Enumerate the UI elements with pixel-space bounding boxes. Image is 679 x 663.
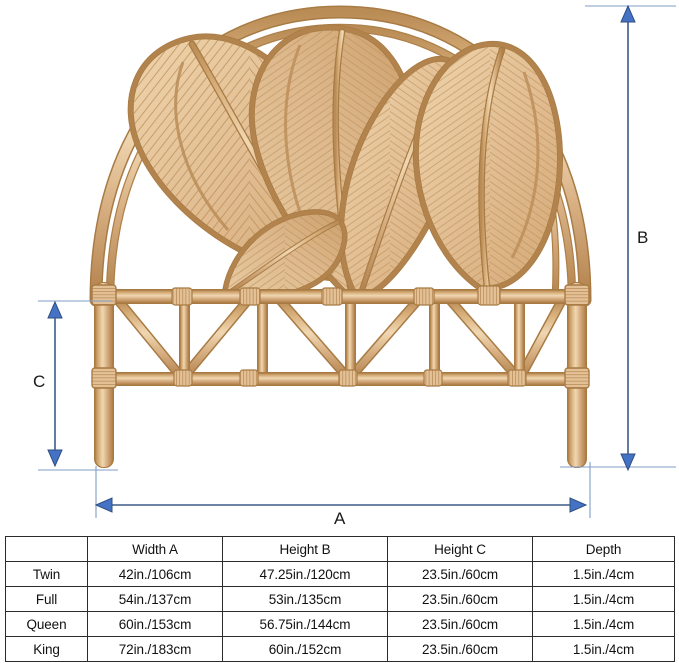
header-cell-width-a: Width A [87,536,223,562]
table-body: Twin 42in./106cm 47.25in./120cm 23.5in./… [5,561,675,662]
table-row: Full 54in./137cm 53in./135cm 23.5in./60c… [5,586,675,612]
cell-height-b: 47.25in./120cm [222,561,388,587]
cell-size: Twin [5,561,88,587]
cell-width-a: 54in./137cm [87,586,223,612]
cell-size: Queen [5,611,88,637]
cell-size: Full [5,586,88,612]
header-cell-depth: Depth [532,536,675,562]
cell-width-a: 72in./183cm [87,636,223,662]
header-cell-size [5,536,88,562]
dimension-arrow-b [620,4,636,472]
dimension-arrow-c [47,300,63,468]
cell-depth: 1.5in./4cm [532,561,675,587]
dimension-annotations [38,4,676,518]
table-header: Width A Height B Height C Depth [5,536,675,562]
table-row: King 72in./183cm 60in./152cm 23.5in./60c… [5,636,675,662]
table-row: Queen 60in./153cm 56.75in./144cm 23.5in.… [5,611,675,637]
cell-height-c: 23.5in./60cm [387,561,533,587]
cell-size: King [5,636,88,662]
header-cell-height-b: Height B [222,536,388,562]
cell-width-a: 60in./153cm [87,611,223,637]
specification-table-container: Width A Height B Height C Depth Twin 42i… [5,536,675,662]
cell-width-a: 42in./106cm [87,561,223,587]
cell-height-b: 60in./152cm [222,636,388,662]
header-cell-height-c: Height C [387,536,533,562]
cell-depth: 1.5in./4cm [532,586,675,612]
cell-height-b: 53in./135cm [222,586,388,612]
dimension-arrow-a [94,497,588,513]
headboard-lattice [91,282,590,468]
cell-height-b: 56.75in./144cm [222,611,388,637]
cell-height-c: 23.5in./60cm [387,586,533,612]
cell-height-c: 23.5in./60cm [387,636,533,662]
cell-depth: 1.5in./4cm [532,611,675,637]
cell-height-c: 23.5in./60cm [387,611,533,637]
lattice-diagonals [113,295,567,383]
specification-table: Width A Height B Height C Depth Twin 42i… [5,536,675,662]
lattice-spindles [179,296,525,382]
table-row: Twin 42in./106cm 47.25in./120cm 23.5in./… [5,561,675,587]
lattice-binding-wraps [91,284,590,389]
table-header-row: Width A Height B Height C Depth [5,536,675,562]
cell-depth: 1.5in./4cm [532,636,675,662]
headboard-illustration [38,4,676,518]
extension-lines [38,5,676,518]
